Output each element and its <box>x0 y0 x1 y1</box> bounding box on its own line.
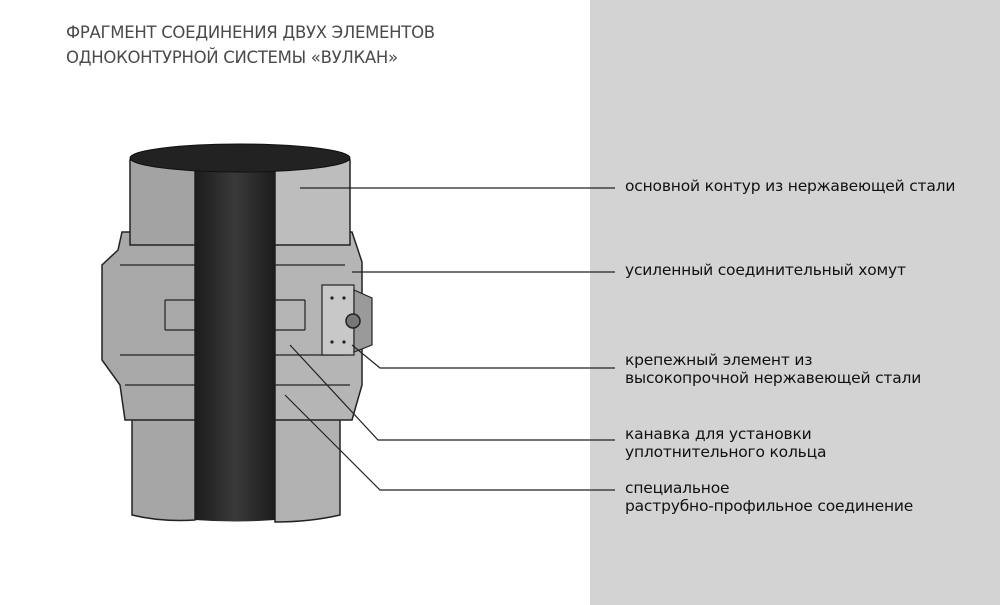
label-text: основной контур из нержавеющей стали <box>625 177 956 195</box>
label-text: усиленный соединительный хомут <box>625 261 906 279</box>
label-text: специальное <box>625 479 730 497</box>
label-text: раструбно-профильное соединение <box>625 497 914 515</box>
upper-pipe-right <box>274 159 351 246</box>
upper-pipe-left <box>129 159 196 246</box>
gray-background-panel <box>590 0 1000 605</box>
title-line-1: ФРАГМЕНТ СОЕДИНЕНИЯ ДВУХ ЭЛЕМЕНТОВ <box>66 23 435 42</box>
label-fastener: крепежный элемент из высокопрочной нержа… <box>625 351 921 387</box>
title-line-2: ОДНОКОНТУРНОЙ СИСТЕМЫ «ВУЛКАН» <box>66 48 398 67</box>
label-main-contour: основной контур из нержавеющей стали <box>625 177 955 195</box>
label-text: высокопрочной нержавеющей стали <box>625 369 922 387</box>
label-socket-joint: специальное раструбно-профильное соедине… <box>625 479 913 515</box>
label-text: крепежный элемент из <box>625 351 813 369</box>
clamp-left <box>101 231 196 421</box>
pipe-top-opening <box>129 143 351 173</box>
diagram-title: ФРАГМЕНТ СОЕДИНЕНИЯ ДВУХ ЭЛЕМЕНТОВ ОДНОК… <box>66 20 435 70</box>
lower-pipe-left <box>131 409 196 522</box>
label-text: уплотнительного кольца <box>625 443 827 461</box>
label-groove: канавка для установки уплотнительного ко… <box>625 425 826 461</box>
label-clamp: усиленный соединительный хомут <box>625 261 906 279</box>
pipe-interior <box>195 160 275 522</box>
label-text: канавка для установки <box>625 425 812 443</box>
leader-lines <box>284 187 615 491</box>
lower-pipe-right <box>274 409 341 523</box>
bolt-icon <box>345 313 361 329</box>
